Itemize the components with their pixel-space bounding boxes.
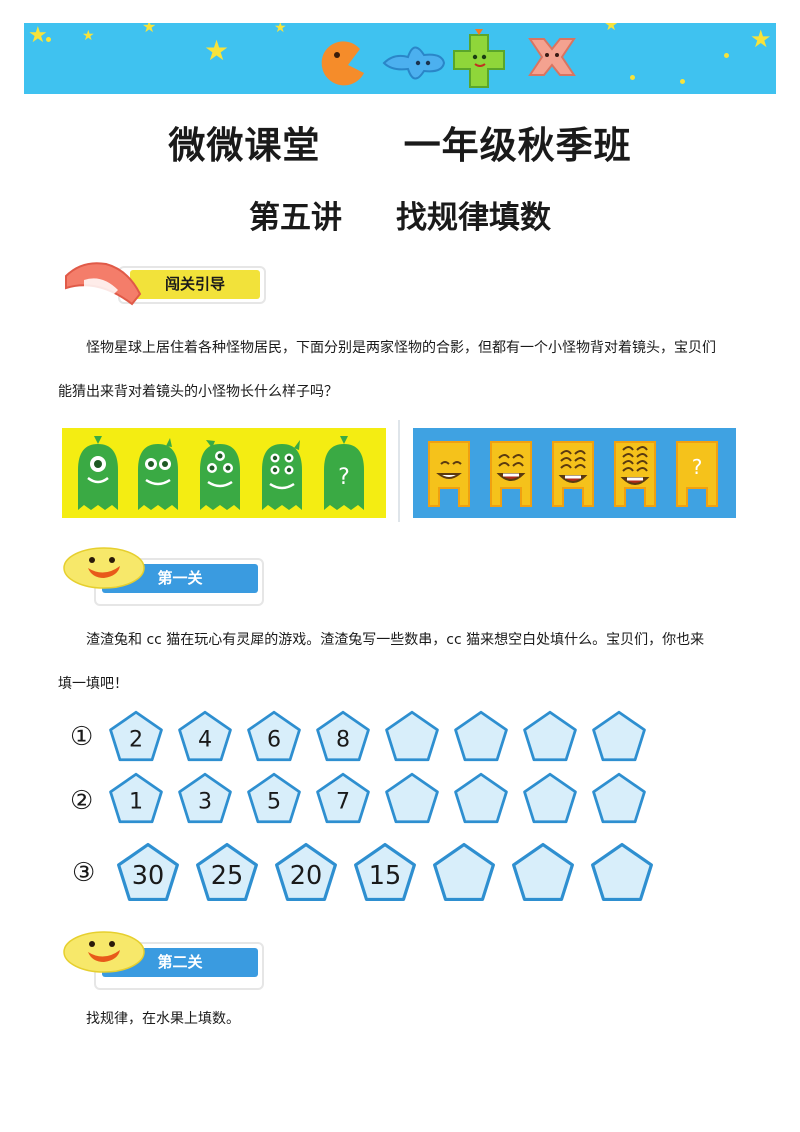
level1-text-line: 填一填吧！ — [58, 676, 128, 692]
pentagon-number-cell: 7 — [316, 772, 370, 824]
level1-text-line: 渣渣兔和 cc 猫在玩心有灵犀的游戏。渣渣兔写一些数串，cc 猫来想空白处填什么… — [86, 632, 705, 648]
ruler-icon — [65, 262, 142, 306]
dot-decoration — [46, 37, 51, 42]
pentagon-blank-cell[interactable] — [453, 772, 509, 824]
blue-character-icon — [382, 46, 446, 80]
yellow-monster-family-image: ? — [413, 428, 736, 518]
hidden-monster-mark: ? — [338, 465, 350, 490]
star-icon: ★ — [750, 25, 772, 53]
yellow-monster-icon — [614, 441, 656, 507]
hidden-green-monster-icon: ? — [324, 436, 364, 510]
green-monster-icon — [200, 440, 240, 510]
pentagon-number: 2 — [129, 727, 143, 753]
pentagon-blank-cell[interactable] — [511, 842, 575, 902]
dot-decoration — [630, 75, 635, 80]
dot-decoration — [724, 53, 729, 58]
green-monster-family-image: ? — [62, 428, 386, 518]
star-icon: ★ — [604, 23, 619, 34]
duck-icon — [63, 931, 145, 973]
pentagon-blank-cell[interactable] — [384, 710, 440, 762]
pentagon-blank-cell[interactable] — [591, 772, 647, 824]
green-character-icon — [453, 29, 505, 88]
pentagon-blank-cell[interactable] — [432, 842, 496, 902]
lesson-title: 第五讲 找规律填数 — [249, 200, 551, 236]
section-header-intro: 闯关引导 — [60, 258, 270, 314]
pentagon-blank-cell[interactable] — [591, 710, 647, 762]
pentagon-number: 4 — [198, 727, 212, 753]
pentagon-number: 15 — [369, 861, 401, 891]
level2-paragraph: 找规律，在水果上填数。 — [86, 1011, 240, 1027]
level1-paragraph: 渣渣兔和 cc 猫在玩心有灵犀的游戏。渣渣兔写一些数串，cc 猫来想空白处填什么… — [58, 618, 748, 706]
duck-icon — [63, 547, 145, 589]
pentagon-number-cell: 3 — [178, 772, 232, 824]
section-label: 闯关引导 — [130, 270, 260, 299]
puzzle-row-label: ③ — [72, 858, 96, 888]
pentagon-number-cell: 15 — [354, 842, 416, 902]
divider — [398, 420, 400, 522]
intro-text-line: 能猜出来背对着镜头的小怪物长什么样子吗？ — [58, 384, 338, 400]
hidden-yellow-monster-icon: ? — [676, 441, 718, 507]
green-monster-icon — [78, 436, 118, 510]
star-icon: ★ — [274, 23, 287, 36]
pentagon-blank-cell[interactable] — [590, 842, 654, 902]
orange-character-icon — [321, 41, 364, 86]
star-icon: ★ — [142, 23, 157, 36]
pentagon-number: 1 — [129, 789, 143, 815]
star-icon: ★ — [204, 34, 230, 67]
yellow-monster-icon — [428, 441, 470, 507]
pentagon-blank-cell[interactable] — [522, 710, 578, 762]
pentagon-number-cell: 8 — [316, 710, 370, 762]
header-banner: ★ ★ ★ ★ ★ ★ ★ — [24, 23, 776, 94]
pentagon-number: 7 — [336, 789, 350, 815]
pentagon-number-cell: 5 — [247, 772, 301, 824]
pentagon-number-cell: 6 — [247, 710, 301, 762]
pentagon-number: 30 — [132, 861, 164, 891]
pentagon-number: 20 — [290, 861, 322, 891]
yellow-monster-icon — [490, 441, 532, 507]
yellow-monster-icon — [552, 441, 594, 507]
pentagon-blank-cell[interactable] — [522, 772, 578, 824]
section-header-level1: 第一关 — [62, 546, 272, 608]
green-monster-icon — [262, 440, 302, 510]
dot-decoration — [680, 79, 685, 84]
pentagon-blank-cell[interactable] — [384, 772, 440, 824]
pentagon-number: 6 — [267, 727, 281, 753]
pentagon-blank-cell[interactable] — [453, 710, 509, 762]
intro-text-line: 怪物星球上居住着各种怪物居民，下面分别是两家怪物的合影，但都有一个小怪物背对着镜… — [86, 340, 716, 356]
page-title: 微微课堂 一年级秋季班 — [168, 124, 632, 167]
pentagon-number-cell: 2 — [109, 710, 163, 762]
star-icon: ★ — [28, 23, 48, 48]
pentagon-number-cell: 1 — [109, 772, 163, 824]
puzzle-row-label: ② — [70, 786, 94, 816]
hidden-monster-mark: ? — [692, 455, 703, 479]
puzzle-row-label: ① — [70, 722, 94, 752]
banner-characters-icon — [321, 29, 576, 88]
pentagon-number-cell: 25 — [196, 842, 258, 902]
pentagon-number-cell: 30 — [117, 842, 179, 902]
green-monster-icon — [138, 438, 178, 510]
pentagon-number-cell: 20 — [275, 842, 337, 902]
pink-character-icon — [528, 38, 576, 76]
intro-paragraph: 怪物星球上居住着各种怪物居民，下面分别是两家怪物的合影，但都有一个小怪物背对着镜… — [58, 326, 748, 414]
star-icon: ★ — [82, 28, 95, 44]
pentagon-number: 5 — [267, 789, 281, 815]
section-header-level2: 第二关 — [62, 930, 272, 992]
pentagon-number: 8 — [336, 727, 350, 753]
pentagon-number-cell: 4 — [178, 710, 232, 762]
pentagon-number: 3 — [198, 789, 212, 815]
pentagon-number: 25 — [211, 861, 243, 891]
